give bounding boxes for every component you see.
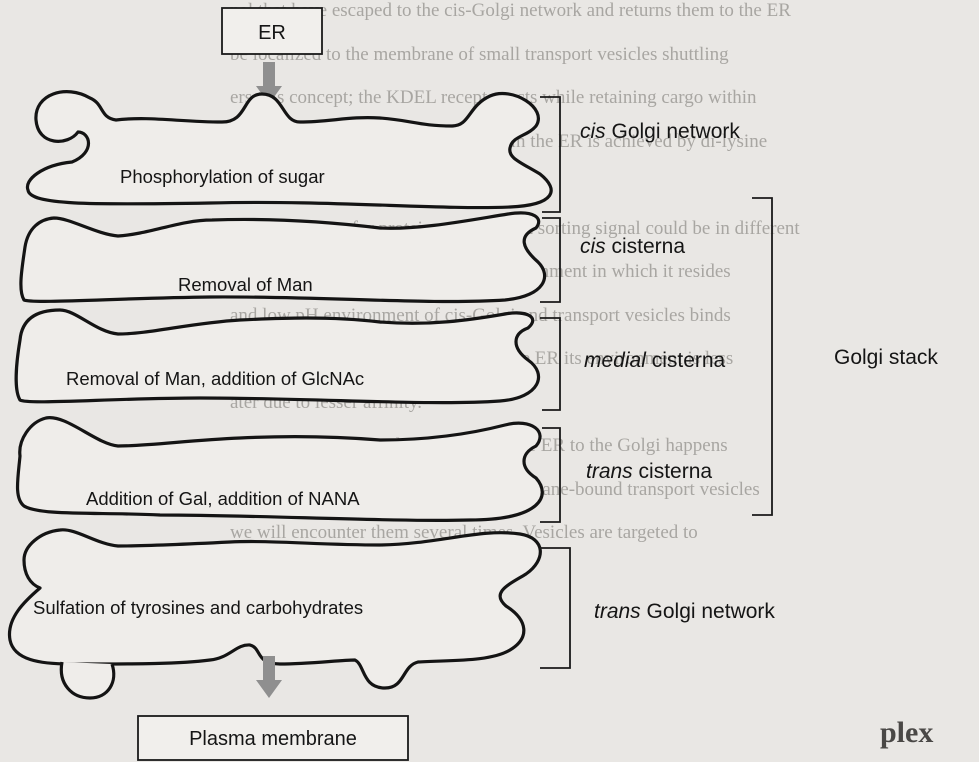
process-label: Removal of Man, addition of GlcNAc — [66, 368, 364, 389]
cis-golgi-network-cisterna — [25, 90, 553, 210]
er-box — [221, 7, 323, 55]
bracket-cis-network — [540, 96, 561, 213]
bracket-trans-cisterna — [540, 427, 561, 523]
medial-cisterna — [14, 308, 540, 405]
down-arrow-icon — [256, 656, 282, 698]
bracket-trans-network — [540, 547, 571, 669]
background-heading: plex — [880, 716, 933, 749]
bracket-medial-cisterna — [540, 317, 561, 411]
plasma-membrane-label: Plasma membrane — [189, 728, 357, 750]
process-label: Addition of Gal, addition of NANA — [86, 488, 360, 509]
golgi-stack-label: Golgi stack — [834, 346, 938, 369]
er-label: ER — [258, 22, 286, 44]
background-line: be localized to the membrane of small tr… — [230, 44, 729, 65]
background-line: nal that have escaped to the cis-Golgi n… — [230, 0, 791, 21]
bracket-golgi-stack — [752, 197, 773, 516]
process-label: Removal of Man — [178, 274, 313, 295]
region-label: cis cisterna — [580, 235, 685, 258]
bracket-cis-cisterna — [540, 217, 561, 303]
process-label: Sulfation of tyrosines and carbohydrates — [33, 597, 363, 618]
region-label: cis Golgi network — [580, 120, 740, 143]
region-label: trans cisterna — [586, 460, 712, 483]
background-line: we will encounter them several times. Ve… — [230, 522, 698, 543]
plasma-membrane-box — [137, 715, 409, 761]
trans-cisterna — [15, 416, 544, 522]
cis-cisterna — [19, 211, 547, 304]
process-label: Phosphorylation of sugar — [120, 166, 325, 187]
region-label: trans Golgi network — [594, 600, 775, 623]
region-label: medial cisterna — [584, 349, 726, 372]
trans-golgi-network-cisterna — [7, 528, 542, 700]
